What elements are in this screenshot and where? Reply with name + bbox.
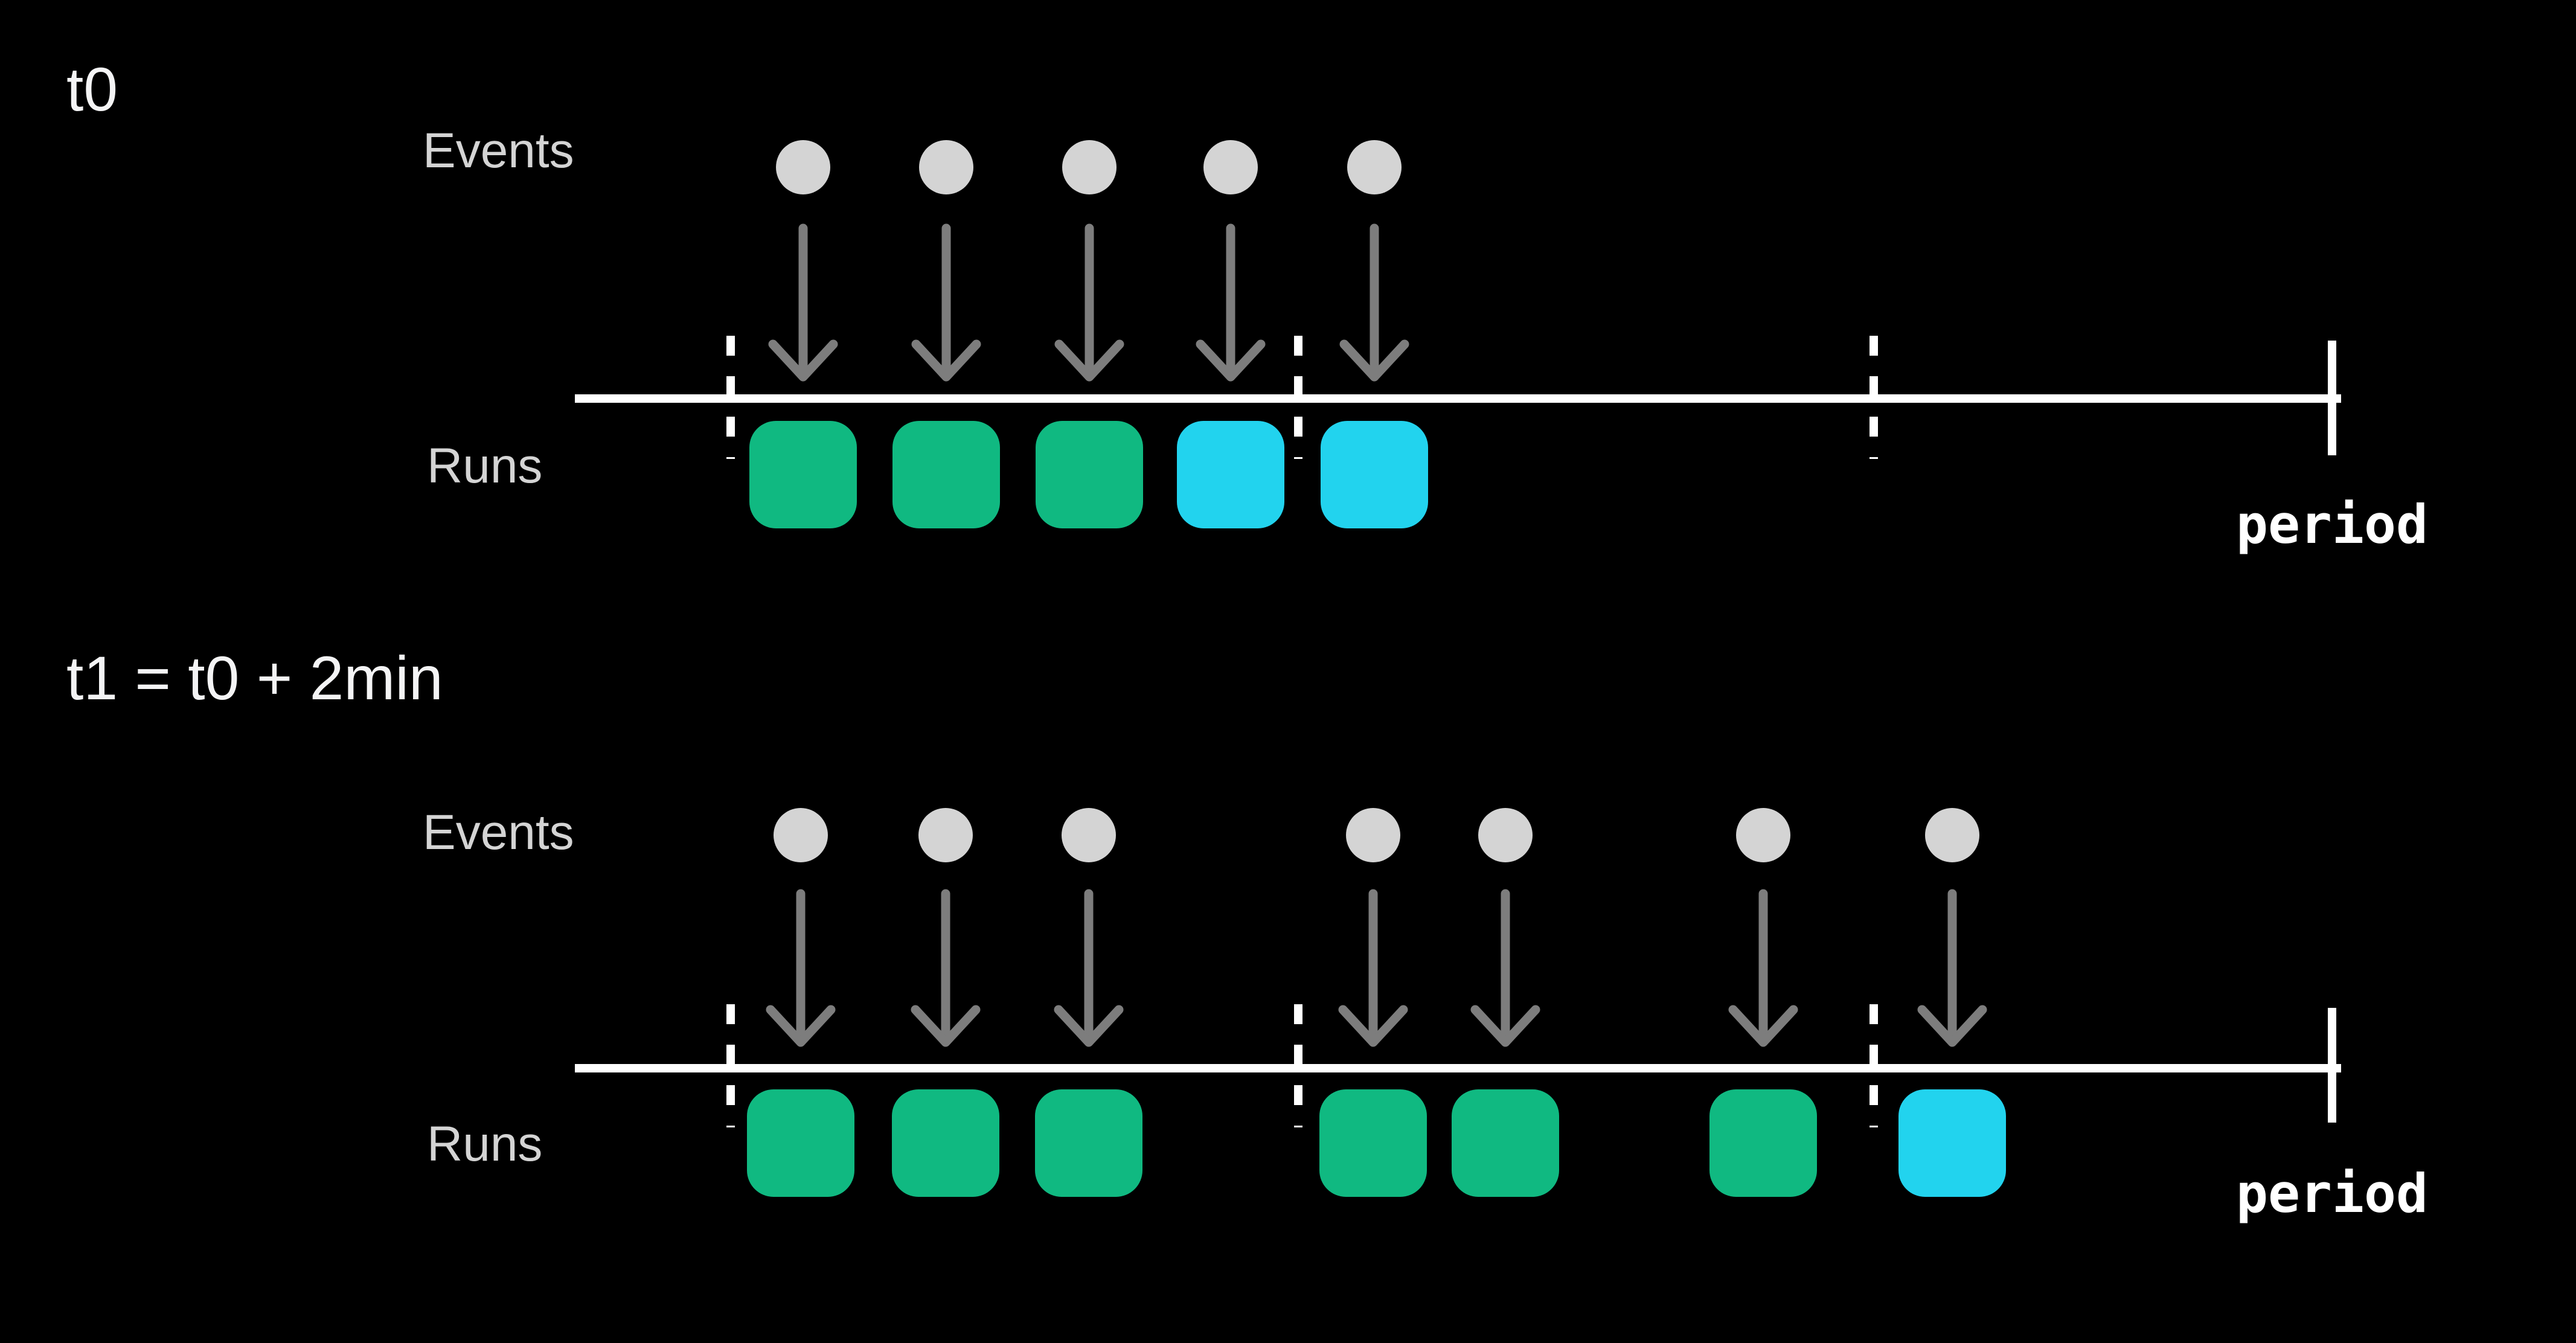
event-arrow-down-icon [1917, 889, 1987, 1047]
event-dot [776, 140, 830, 194]
event-dot [919, 140, 973, 194]
run-box-success [747, 1089, 854, 1197]
period-label: period [2236, 1162, 2428, 1225]
event-arrow-down-icon [911, 889, 981, 1047]
event-dot [1203, 140, 1258, 194]
timeline-axis [575, 1064, 2341, 1072]
period-boundary-tick [726, 1004, 735, 1127]
event-arrow-down-icon [1728, 889, 1798, 1047]
event-arrow-down-icon [1054, 889, 1124, 1047]
period-label: period [2236, 493, 2428, 556]
run-box-success [1036, 421, 1143, 528]
run-box-success [1452, 1089, 1559, 1197]
event-arrow-down-icon [1054, 223, 1124, 382]
run-box-success [1319, 1089, 1427, 1197]
event-arrow-down-icon [911, 223, 981, 382]
timeline-end-tick [2328, 1008, 2336, 1123]
run-box-success [892, 421, 1000, 528]
period-boundary-tick [1870, 336, 1878, 459]
events-row-label: Events [423, 805, 574, 860]
period-boundary-tick [1870, 1004, 1878, 1127]
event-arrow-down-icon [768, 223, 838, 382]
event-dot [1062, 808, 1116, 862]
period-boundary-tick [726, 336, 735, 459]
event-dot [1478, 808, 1533, 862]
runs-row-label: Runs [427, 1117, 543, 1172]
event-arrow-down-icon [1339, 223, 1409, 382]
event-dot [918, 808, 973, 862]
event-dot [1346, 808, 1400, 862]
event-dot [1347, 140, 1402, 194]
event-arrow-down-icon [1196, 223, 1266, 382]
event-dot [1736, 808, 1790, 862]
run-box-pending [1321, 421, 1428, 528]
runs-row-label: Runs [427, 438, 543, 493]
event-dot [1062, 140, 1117, 194]
panel-title: t0 [66, 55, 118, 124]
run-box-success [1035, 1089, 1142, 1197]
run-box-success [1709, 1089, 1817, 1197]
period-boundary-tick [1294, 1004, 1302, 1127]
event-arrow-down-icon [1338, 889, 1408, 1047]
panel-title: t1 = t0 + 2min [66, 644, 443, 713]
events-row-label: Events [423, 123, 574, 178]
event-arrow-down-icon [766, 889, 836, 1047]
event-dot [1925, 808, 1979, 862]
timeline-end-tick [2328, 341, 2336, 455]
run-box-pending [1898, 1089, 2006, 1197]
run-box-success [749, 421, 857, 528]
period-boundary-tick [1294, 336, 1302, 459]
event-arrow-down-icon [1470, 889, 1540, 1047]
event-dot [774, 808, 828, 862]
timeline-axis [575, 394, 2341, 403]
run-box-success [892, 1089, 999, 1197]
run-box-pending [1177, 421, 1284, 528]
